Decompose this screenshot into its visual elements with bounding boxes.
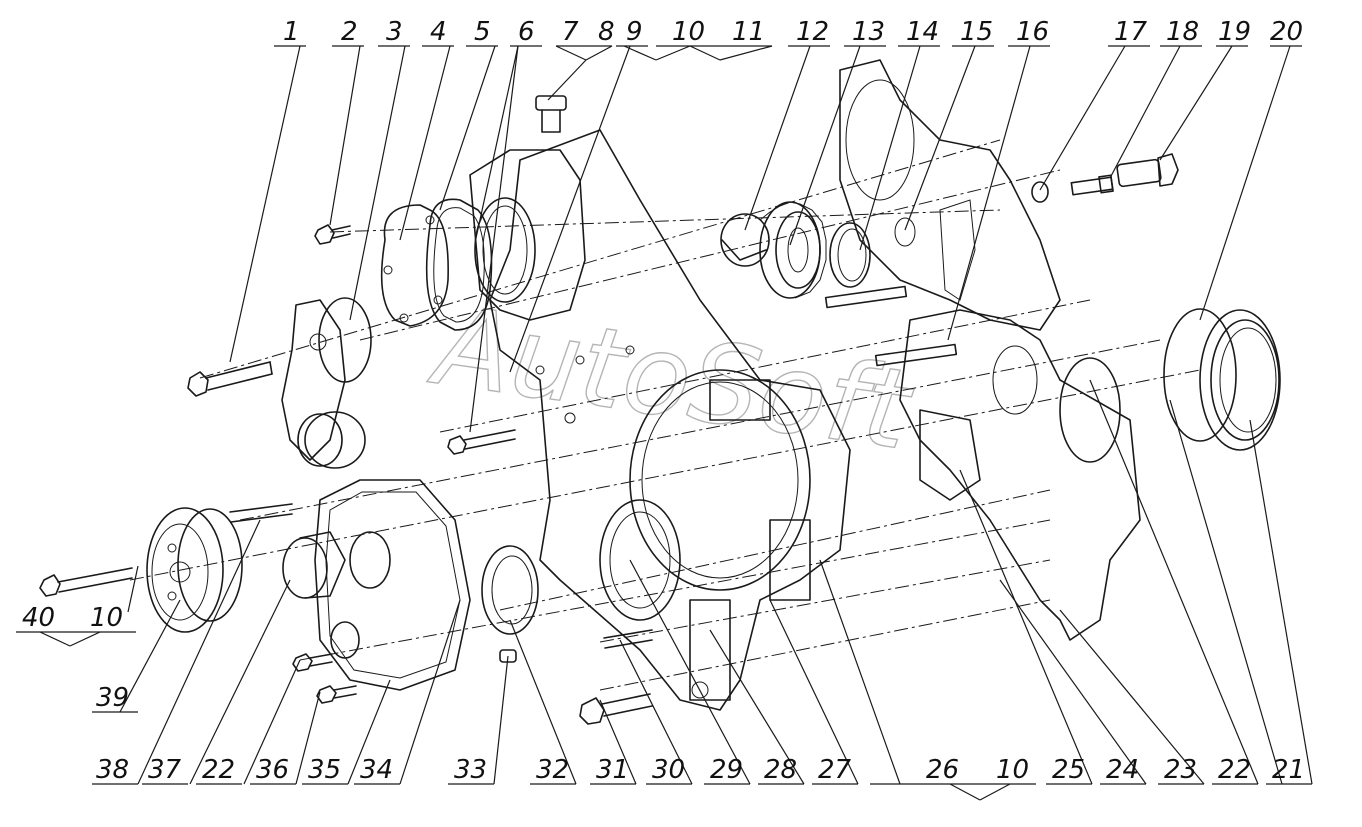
part-bolt-36 bbox=[316, 685, 357, 704]
assembly-axes bbox=[129, 139, 1201, 691]
callout-39: 39 bbox=[96, 683, 129, 713]
callout-21: 21 bbox=[1272, 755, 1305, 785]
callout-15: 15 bbox=[960, 17, 993, 47]
callout-36: 36 bbox=[256, 755, 289, 785]
callout-23: 23 bbox=[1164, 755, 1197, 785]
part-tensioner bbox=[281, 297, 372, 469]
part-cap bbox=[720, 213, 770, 267]
callout-12: 12 bbox=[796, 17, 829, 47]
callout-22-b: 22 bbox=[1218, 755, 1251, 785]
callout-25: 25 bbox=[1052, 755, 1085, 785]
part-cover-plate bbox=[380, 204, 449, 327]
part-crank-seal bbox=[481, 545, 539, 635]
part-o-ring bbox=[1163, 308, 1237, 442]
callout-13: 13 bbox=[852, 17, 885, 47]
callouts-top: 1 2 3 4 5 6 7 8 9 10 11 12 13 14 15 16 1… bbox=[283, 17, 1303, 47]
callout-31: 31 bbox=[596, 755, 629, 785]
callout-20: 20 bbox=[1270, 17, 1303, 47]
callout-40: 40 bbox=[22, 603, 55, 633]
part-bolt-22 bbox=[292, 653, 333, 672]
callout-28: 28 bbox=[764, 755, 797, 785]
part-bolt-31 bbox=[579, 693, 653, 725]
part-plug bbox=[535, 95, 567, 133]
part-dowel-33 bbox=[499, 649, 517, 663]
part-gear bbox=[759, 201, 827, 299]
callouts-left: 40 10 bbox=[22, 603, 123, 633]
part-small-bolt bbox=[314, 224, 351, 245]
leader-lines bbox=[16, 45, 1313, 801]
part-pulley-bolt bbox=[39, 567, 133, 597]
part-dowel bbox=[824, 285, 958, 367]
callout-4: 4 bbox=[430, 17, 447, 47]
callout-16: 16 bbox=[1016, 17, 1049, 47]
callout-18: 18 bbox=[1166, 17, 1199, 47]
callout-37: 37 bbox=[148, 755, 182, 785]
part-long-bolt-6 bbox=[447, 429, 516, 455]
callout-3: 3 bbox=[386, 17, 403, 47]
part-bolt-long bbox=[187, 361, 273, 397]
part-flange bbox=[1199, 309, 1281, 451]
part-washer bbox=[1031, 181, 1049, 203]
callout-27: 27 bbox=[818, 755, 852, 785]
part-plug-19 bbox=[1116, 153, 1179, 188]
callout-10-bottom: 10 bbox=[996, 755, 1029, 785]
callout-38: 38 bbox=[96, 755, 129, 785]
callout-9: 9 bbox=[626, 17, 643, 47]
part-rear-gasket bbox=[839, 59, 1061, 331]
part-stud-30 bbox=[603, 629, 653, 649]
part-stud-38 bbox=[229, 503, 293, 523]
callouts-bottom: 39 38 37 22 36 35 34 33 32 31 30 29 28 2… bbox=[96, 683, 1305, 785]
callout-10: 10 bbox=[672, 17, 705, 47]
callout-11: 11 bbox=[732, 17, 765, 47]
callout-14: 14 bbox=[906, 17, 939, 47]
callout-34: 34 bbox=[360, 755, 393, 785]
callout-24: 24 bbox=[1106, 755, 1139, 785]
callout-7: 7 bbox=[562, 17, 579, 47]
part-seal-ring bbox=[829, 222, 871, 288]
callout-19: 19 bbox=[1218, 17, 1251, 47]
callout-35: 35 bbox=[308, 755, 341, 785]
callout-32: 32 bbox=[536, 755, 569, 785]
part-filler-cap bbox=[282, 531, 346, 599]
part-gasket bbox=[425, 198, 493, 331]
part-rear-plate bbox=[899, 309, 1141, 641]
callout-6: 6 bbox=[518, 17, 535, 47]
callout-10-left: 10 bbox=[90, 603, 123, 633]
part-pulley bbox=[146, 507, 243, 633]
part-sensor-bolt bbox=[1070, 174, 1114, 196]
callout-29: 29 bbox=[710, 755, 743, 785]
callout-17: 17 bbox=[1114, 17, 1148, 47]
part-timing-cover bbox=[314, 479, 471, 691]
callout-26: 26 bbox=[926, 755, 959, 785]
watermark: AutoSoft bbox=[423, 281, 920, 475]
part-front-cover bbox=[489, 129, 851, 711]
callout-8: 8 bbox=[598, 17, 615, 47]
callout-30: 30 bbox=[652, 755, 685, 785]
callout-5: 5 bbox=[474, 17, 491, 47]
callout-2: 2 bbox=[341, 17, 358, 47]
callout-1: 1 bbox=[283, 17, 300, 47]
callout-22-a: 22 bbox=[202, 755, 235, 785]
parts bbox=[39, 59, 1281, 725]
callout-33: 33 bbox=[454, 755, 487, 785]
